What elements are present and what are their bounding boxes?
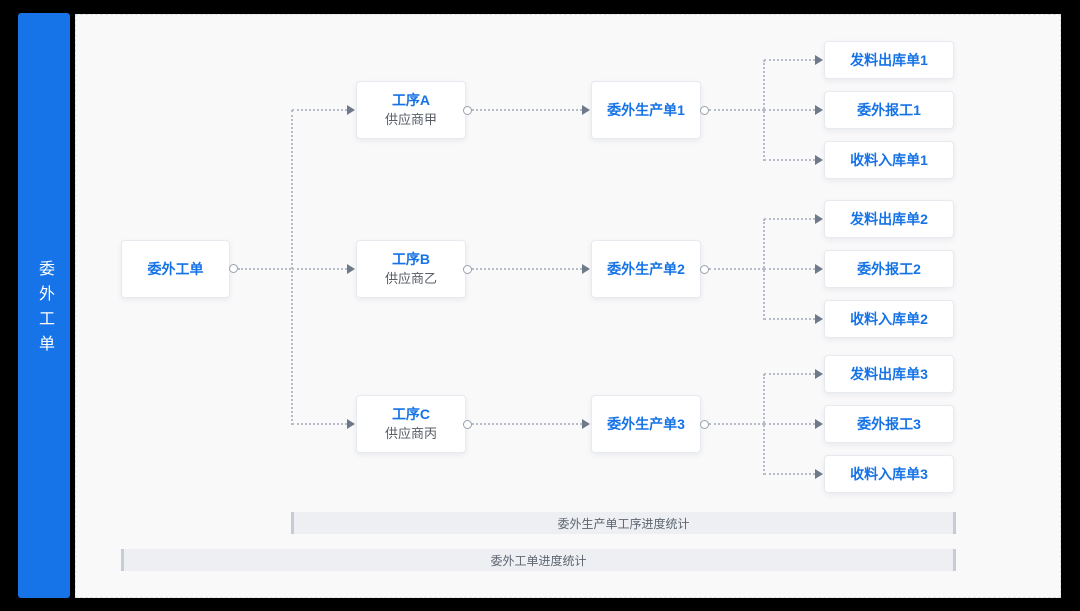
arrow-right-icon xyxy=(815,155,823,165)
connector-port xyxy=(463,265,472,274)
node-production-order-3-label: 委外生产单3 xyxy=(607,415,685,432)
node-process-b-supplier: 供应商乙 xyxy=(384,271,437,287)
node-production-order-1-label: 委外生产单1 xyxy=(607,101,685,118)
node-material-receipt-3-label: 收料入库单3 xyxy=(850,465,928,482)
node-process-a-supplier: 供应商甲 xyxy=(384,112,437,128)
connector-port xyxy=(700,420,709,429)
connector-port xyxy=(229,264,238,273)
arrow-right-icon xyxy=(347,264,355,274)
connector-line xyxy=(709,268,764,270)
node-process-a-title: 工序A xyxy=(391,92,431,109)
node-material-issue-3-label: 发料出库单3 xyxy=(850,365,928,382)
connector-line xyxy=(764,109,815,111)
arrow-right-icon xyxy=(815,419,823,429)
node-process-c-title: 工序C xyxy=(391,406,431,423)
node-process-a[interactable]: 工序A 供应商甲 xyxy=(356,81,466,139)
node-work-order-label: 委外工单 xyxy=(147,260,204,277)
connector-line xyxy=(764,218,815,220)
bar-production-process-progress-label: 委外生产单工序进度统计 xyxy=(557,516,690,531)
node-material-receipt-3[interactable]: 收料入库单3 xyxy=(824,455,954,493)
arrow-right-icon xyxy=(347,419,355,429)
node-work-order[interactable]: 委外工单 xyxy=(121,240,230,298)
bar-work-order-progress[interactable]: 委外工单进度统计 xyxy=(121,549,956,571)
node-production-order-1[interactable]: 委外生产单1 xyxy=(591,81,701,139)
connector-line xyxy=(764,159,815,161)
arrow-right-icon xyxy=(582,105,590,115)
node-material-issue-1-label: 发料出库单1 xyxy=(850,51,928,68)
node-process-b-title: 工序B xyxy=(391,251,431,268)
node-work-report-1-label: 委外报工1 xyxy=(857,101,921,118)
connector-port xyxy=(700,265,709,274)
connector-line xyxy=(764,318,815,320)
connector-line xyxy=(764,268,815,270)
arrow-right-icon xyxy=(582,264,590,274)
arrow-right-icon xyxy=(582,419,590,429)
node-material-issue-2-label: 发料出库单2 xyxy=(850,210,928,227)
bar-production-process-progress[interactable]: 委外生产单工序进度统计 xyxy=(291,512,956,534)
connector-port xyxy=(700,106,709,115)
arrow-right-icon xyxy=(815,55,823,65)
node-material-issue-1[interactable]: 发料出库单1 xyxy=(824,41,954,79)
node-production-order-3[interactable]: 委外生产单3 xyxy=(591,395,701,453)
node-material-receipt-1-label: 收料入库单1 xyxy=(850,151,928,168)
diagram-canvas: 委外工单 工序A 供应商甲 工序B 供应商乙 工序C 供应商丙 委外生产单1 委… xyxy=(75,14,1061,598)
node-work-report-2[interactable]: 委外报工2 xyxy=(824,250,954,288)
sidebar-tab-label: 委外工单 xyxy=(36,260,53,360)
node-work-report-3[interactable]: 委外报工3 xyxy=(824,405,954,443)
connector-line xyxy=(764,59,815,61)
node-work-report-2-label: 委外报工2 xyxy=(857,260,921,277)
arrow-right-icon xyxy=(815,264,823,274)
connector-line xyxy=(472,109,582,111)
connector-port xyxy=(463,106,472,115)
node-process-c[interactable]: 工序C 供应商丙 xyxy=(356,395,466,453)
node-material-issue-2[interactable]: 发料出库单2 xyxy=(824,200,954,238)
connector-line xyxy=(764,423,815,425)
node-work-report-3-label: 委外报工3 xyxy=(857,415,921,432)
connector-line xyxy=(472,423,582,425)
connector-line xyxy=(709,423,764,425)
arrow-right-icon xyxy=(347,105,355,115)
connector-line xyxy=(292,423,347,425)
node-material-receipt-2[interactable]: 收料入库单2 xyxy=(824,300,954,338)
connector-port xyxy=(463,420,472,429)
connector-line xyxy=(764,373,815,375)
connector-line xyxy=(292,268,347,270)
arrow-right-icon xyxy=(815,369,823,379)
arrow-right-icon xyxy=(815,214,823,224)
arrow-right-icon xyxy=(815,314,823,324)
arrow-right-icon xyxy=(815,469,823,479)
node-production-order-2-label: 委外生产单2 xyxy=(607,260,685,277)
node-process-b[interactable]: 工序B 供应商乙 xyxy=(356,240,466,298)
node-work-report-1[interactable]: 委外报工1 xyxy=(824,91,954,129)
node-production-order-2[interactable]: 委外生产单2 xyxy=(591,240,701,298)
connector-line xyxy=(238,268,291,270)
node-material-receipt-1[interactable]: 收料入库单1 xyxy=(824,141,954,179)
node-process-c-supplier: 供应商丙 xyxy=(384,426,437,442)
connector-line xyxy=(291,110,293,425)
connector-line xyxy=(709,109,764,111)
bar-work-order-progress-label: 委外工单进度统计 xyxy=(490,553,587,568)
connector-line xyxy=(292,109,347,111)
node-material-issue-3[interactable]: 发料出库单3 xyxy=(824,355,954,393)
arrow-right-icon xyxy=(815,105,823,115)
connector-line xyxy=(764,473,815,475)
node-material-receipt-2-label: 收料入库单2 xyxy=(850,310,928,327)
sidebar-tab-outsourced-work-order[interactable]: 委外工单 xyxy=(18,13,70,598)
connector-line xyxy=(472,268,582,270)
